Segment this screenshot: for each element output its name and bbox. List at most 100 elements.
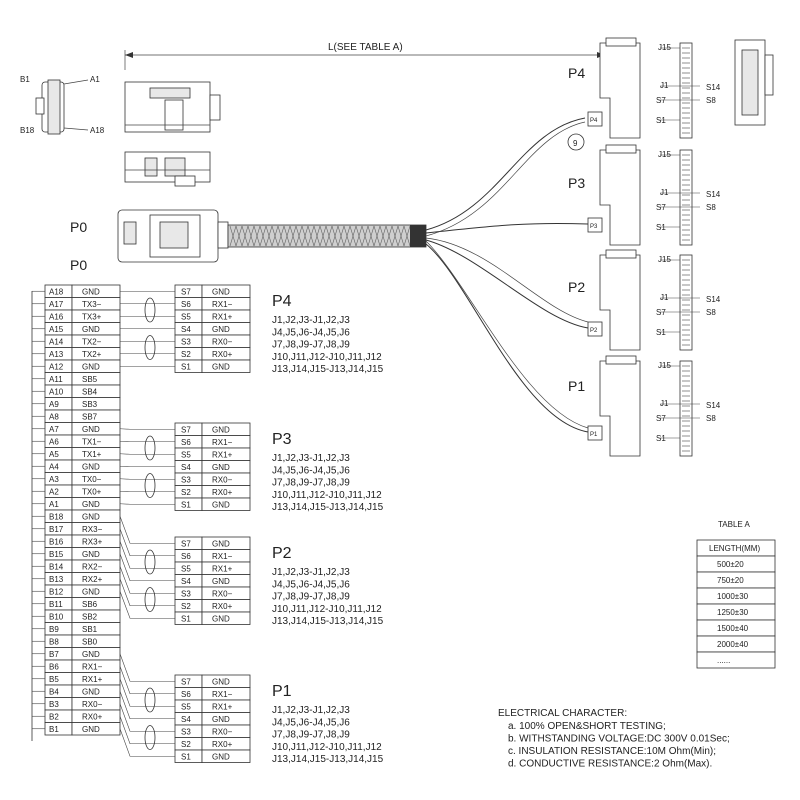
jumper-line: J7,J8,J9-J7,J8,J9 xyxy=(272,730,350,741)
sata-group-label-p4: P4 xyxy=(272,293,292,310)
pin-label-s1: S1 xyxy=(656,223,666,232)
pin-label-j15: J15 xyxy=(658,150,671,159)
sata-signal-p3-s5: RX1+ xyxy=(212,451,233,460)
p0-pin-a16: A16 xyxy=(49,313,64,322)
sata-pin-p2-s2: S2 xyxy=(181,602,191,611)
p0-pin-b18: B18 xyxy=(49,513,64,522)
sata-pin-p4-s1: S1 xyxy=(181,363,191,372)
p0-pin-b13: B13 xyxy=(49,575,64,584)
sata-pin-p1-s5: S5 xyxy=(181,703,191,712)
sata-pin-p4-s5: S5 xyxy=(181,313,191,322)
p0-pin-a9: A9 xyxy=(49,400,59,409)
sata-pin-p3-s3: S3 xyxy=(181,476,191,485)
p0-signal-b4: GND xyxy=(82,688,100,697)
p0-signal-b3: RX0− xyxy=(82,700,103,709)
callout-9: 9 xyxy=(573,139,578,148)
sata-signal-p2-s5: RX1+ xyxy=(212,565,233,574)
p0-signal-b2: RX0+ xyxy=(82,713,103,722)
p0-pin-b9: B9 xyxy=(49,625,59,634)
sata-pin-p1-s3: S3 xyxy=(181,728,191,737)
p0-signal-a5: TX1+ xyxy=(82,450,102,459)
plug-label-p1: P1 xyxy=(590,432,598,438)
pin-label-s8: S8 xyxy=(706,308,716,317)
electrical-character: ELECTRICAL CHARACTER:a. 100% OPEN&SHORT … xyxy=(498,708,730,770)
pin-label-s8: S8 xyxy=(706,203,716,212)
p0-signal-a8: SB7 xyxy=(82,413,98,422)
p0-pin-b16: B16 xyxy=(49,538,64,547)
table-a-row: 1000±30 xyxy=(717,592,749,601)
sata-signal-p2-s6: RX1− xyxy=(212,552,233,561)
p0-signal-a3: TX0− xyxy=(82,475,102,484)
pin-label-s14: S14 xyxy=(706,295,721,304)
p0-pin-b17: B17 xyxy=(49,525,64,534)
p0-pin-a6: A6 xyxy=(49,438,59,447)
breakout-wires: 9 xyxy=(425,117,589,433)
sata-pin-p3-s1: S1 xyxy=(181,501,191,510)
sata-pin-p1-s6: S6 xyxy=(181,690,191,699)
sata-group-label-p3: P3 xyxy=(272,431,292,448)
p0-pin-a13: A13 xyxy=(49,350,64,359)
jumper-line: J13,J14,J15-J13,J14,J15 xyxy=(272,502,384,513)
sata-signal-p3-s3: RX0− xyxy=(212,476,233,485)
pin-label-j15: J15 xyxy=(658,255,671,264)
p0-signal-a7: GND xyxy=(82,425,100,434)
plug-label-p3: P3 xyxy=(590,224,598,230)
p0-signal-b18: GND xyxy=(82,513,100,522)
p0-pin-a11: A11 xyxy=(49,375,63,384)
sata-signal-p1-s7: GND xyxy=(212,678,230,687)
p0-pin-a18: A18 xyxy=(49,288,64,297)
pin-label-s8: S8 xyxy=(706,96,716,105)
p0-pin-a2: A2 xyxy=(49,488,59,497)
table-a-row: 750±20 xyxy=(717,576,744,585)
p0-signal-a1: GND xyxy=(82,500,100,509)
sata-pin-p3-s7: S7 xyxy=(181,426,191,435)
p0-signal-b13: RX2+ xyxy=(82,575,103,584)
electrical-line: c. INSULATION RESISTANCE:10M Ohm(Min); xyxy=(508,746,716,757)
sata-signal-p2-s2: RX0+ xyxy=(212,602,233,611)
sata-signal-p3-s2: RX0+ xyxy=(212,488,233,497)
sata-pin-p3-s5: S5 xyxy=(181,451,191,460)
p0-signal-b7: GND xyxy=(82,650,100,659)
p0-signal-a9: SB3 xyxy=(82,400,98,409)
p0-signal-a12: GND xyxy=(82,363,100,372)
breakout-label-p2: P2 xyxy=(568,279,585,295)
sata-signal-p3-s4: GND xyxy=(212,463,230,472)
jumper-line: J1,J2,J3-J1,J2,J3 xyxy=(272,453,350,464)
p0-signal-a16: TX3+ xyxy=(82,313,102,322)
p0-signal-b14: RX2− xyxy=(82,563,103,572)
sata-pin-p3-s4: S4 xyxy=(181,463,191,472)
p0-signal-b9: SB1 xyxy=(82,625,98,634)
jumper-line: J1,J2,J3-J1,J2,J3 xyxy=(272,705,350,716)
p0-pin-a7: A7 xyxy=(49,425,59,434)
sata-pin-p1-s1: S1 xyxy=(181,753,191,762)
sata-pin-p2-s3: S3 xyxy=(181,590,191,599)
side-b1-label: B1 xyxy=(20,75,30,84)
sata-pin-p4-s3: S3 xyxy=(181,338,191,347)
jumper-line: J1,J2,J3-J1,J2,J3 xyxy=(272,315,350,326)
sata-pin-p2-s5: S5 xyxy=(181,565,191,574)
sata-signal-p1-s4: GND xyxy=(212,715,230,724)
p0-signal-a4: GND xyxy=(82,463,100,472)
pin-label-s7: S7 xyxy=(656,96,666,105)
pin-label-s1: S1 xyxy=(656,116,666,125)
p0-pin-a4: A4 xyxy=(49,463,59,472)
p0-signal-b10: SB2 xyxy=(82,613,98,622)
p0-pin-a1: A1 xyxy=(49,500,59,509)
sata-pin-p4-s6: S6 xyxy=(181,300,191,309)
p0-pin-b3: B3 xyxy=(49,700,59,709)
electrical-line: b. WITHSTANDING VOLTAGE:DC 300V 0.01Sec; xyxy=(508,734,730,745)
plug-label-p4: P4 xyxy=(590,118,598,124)
p0-pin-a12: A12 xyxy=(49,363,64,372)
p0-pin-a8: A8 xyxy=(49,413,59,422)
sata-signal-p1-s3: RX0− xyxy=(212,728,233,737)
jumper-line: J10,J11,J12-J10,J11,J12 xyxy=(272,490,382,501)
side-a18-label: A18 xyxy=(90,126,105,135)
sata-group-label-p1: P1 xyxy=(272,683,292,700)
pin-label-j1: J1 xyxy=(660,188,669,197)
sata-pin-p2-s1: S1 xyxy=(181,615,191,624)
p0-signal-a11: SB5 xyxy=(82,375,98,384)
